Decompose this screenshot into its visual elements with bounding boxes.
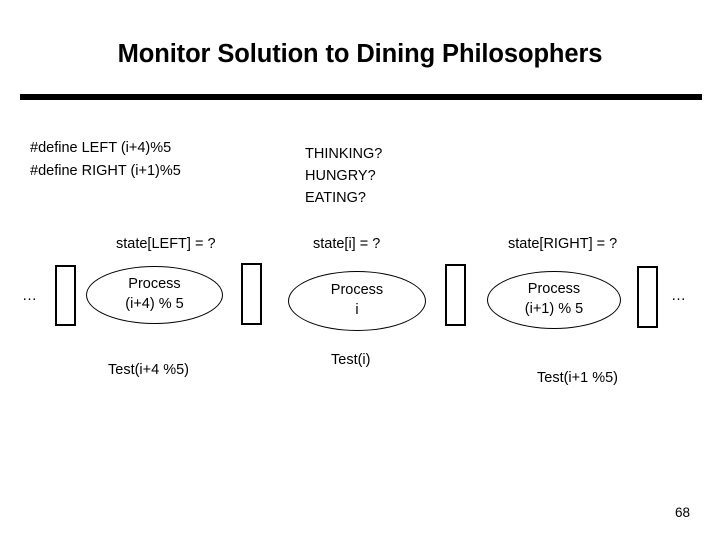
process-i-line1: Process [330, 282, 384, 299]
state-thinking-label: THINKING? [305, 146, 383, 162]
state-left-variable: state[LEFT] = ? [116, 236, 216, 252]
test-call-right: Test(i+1 %5) [537, 370, 618, 386]
define-left-macro: #define LEFT (i+4)%5 [30, 140, 172, 156]
process-node-right: Process (i+1) % 5 [487, 271, 621, 329]
ellipsis-left: … [22, 287, 38, 304]
state-eating-label: EATING? [305, 190, 366, 206]
process-i-line2: i [355, 302, 359, 318]
test-call-left: Test(i+4 %5) [108, 362, 189, 378]
fork-between-left-and-i [241, 263, 262, 325]
state-hungry-label: HUNGRY? [305, 168, 376, 184]
process-left-line1: Process [128, 276, 181, 293]
fork-left-outer [55, 265, 76, 326]
state-right-variable: state[RIGHT] = ? [508, 236, 618, 252]
process-node-i: Process i [288, 271, 426, 331]
page-title: Monitor Solution to Dining Philosophers [117, 40, 603, 68]
process-right-line1: Process [527, 281, 581, 298]
fork-right-outer [637, 266, 658, 328]
page-number: 68 [675, 505, 691, 520]
process-left-line2: (i+4) % 5 [125, 296, 184, 312]
process-node-left: Process (i+4) % 5 [86, 266, 223, 324]
define-right-macro: #define RIGHT (i+1)%5 [30, 163, 181, 179]
process-right-line2: (i+1) % 5 [524, 301, 584, 317]
state-i-variable: state[i] = ? [313, 236, 381, 252]
title-divider [20, 94, 702, 100]
fork-between-i-and-right [445, 264, 466, 326]
test-call-i: Test(i) [331, 352, 371, 368]
ellipsis-right: … [671, 287, 687, 304]
